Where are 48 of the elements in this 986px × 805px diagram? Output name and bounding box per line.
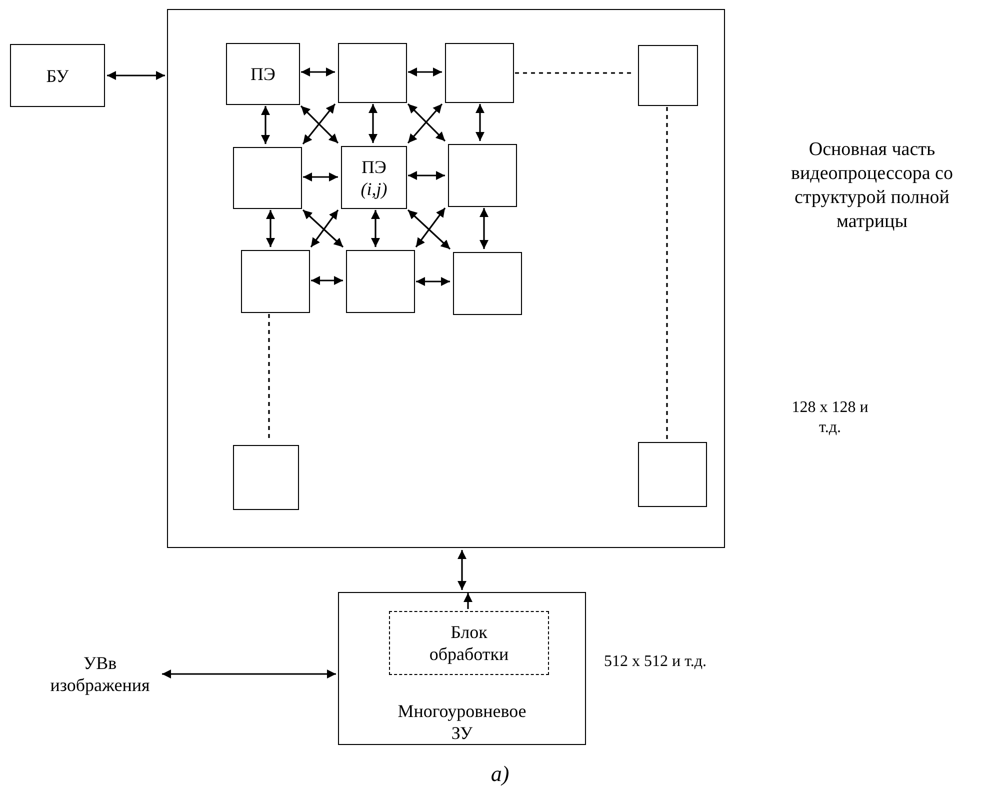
block-box xyxy=(338,592,586,745)
empty-box xyxy=(338,43,407,103)
block-box xyxy=(341,146,407,209)
box-label: ПЭ xyxy=(362,156,386,178)
double-arrow xyxy=(476,104,484,141)
empty-box xyxy=(233,445,299,510)
double-arrow xyxy=(162,670,336,678)
box-label: УВв изображения xyxy=(50,652,150,696)
empty-box xyxy=(448,144,517,207)
double-arrow xyxy=(261,106,270,144)
double-arrow xyxy=(415,208,446,248)
empty-box xyxy=(346,250,415,313)
double-arrow xyxy=(371,210,380,247)
note-text: 128 x 128 и т.д. xyxy=(790,398,870,438)
box-label: Многоуровневое ЗУ xyxy=(396,700,528,744)
empty-box xyxy=(241,250,310,313)
note-text: Основная часть видеопроцессора со структурой полной матрицы xyxy=(790,138,954,234)
empty-box xyxy=(638,45,698,106)
empty-box xyxy=(453,252,522,315)
block-box xyxy=(10,44,105,107)
double-arrow xyxy=(311,276,343,285)
double-arrow xyxy=(368,104,378,143)
double-arrow xyxy=(301,68,335,76)
double-arrow xyxy=(408,68,442,76)
empty-box xyxy=(167,9,725,548)
double-arrow xyxy=(310,210,339,248)
empty-box xyxy=(638,442,707,507)
box-label: БУ xyxy=(46,64,69,86)
double-arrow xyxy=(458,550,466,590)
block-box xyxy=(226,43,300,105)
double-arrow xyxy=(107,71,165,80)
double-arrow xyxy=(302,209,344,248)
box-label: Блок обработки xyxy=(428,621,510,665)
note-text: 512 x 512 и т.д. xyxy=(604,652,708,672)
double-arrow xyxy=(303,172,338,182)
box-label: ПЭ xyxy=(250,63,276,85)
caption: а) xyxy=(490,760,510,788)
box-label: (i,j) xyxy=(360,178,388,200)
double-arrow xyxy=(266,210,275,247)
double-arrow xyxy=(408,171,445,180)
empty-box xyxy=(233,147,302,209)
block-box xyxy=(389,611,549,675)
double-arrow xyxy=(480,208,488,249)
arrow xyxy=(464,593,472,609)
empty-box xyxy=(445,43,514,103)
dashed-line xyxy=(666,107,668,439)
double-arrow xyxy=(416,277,450,286)
double-arrow xyxy=(407,209,451,250)
